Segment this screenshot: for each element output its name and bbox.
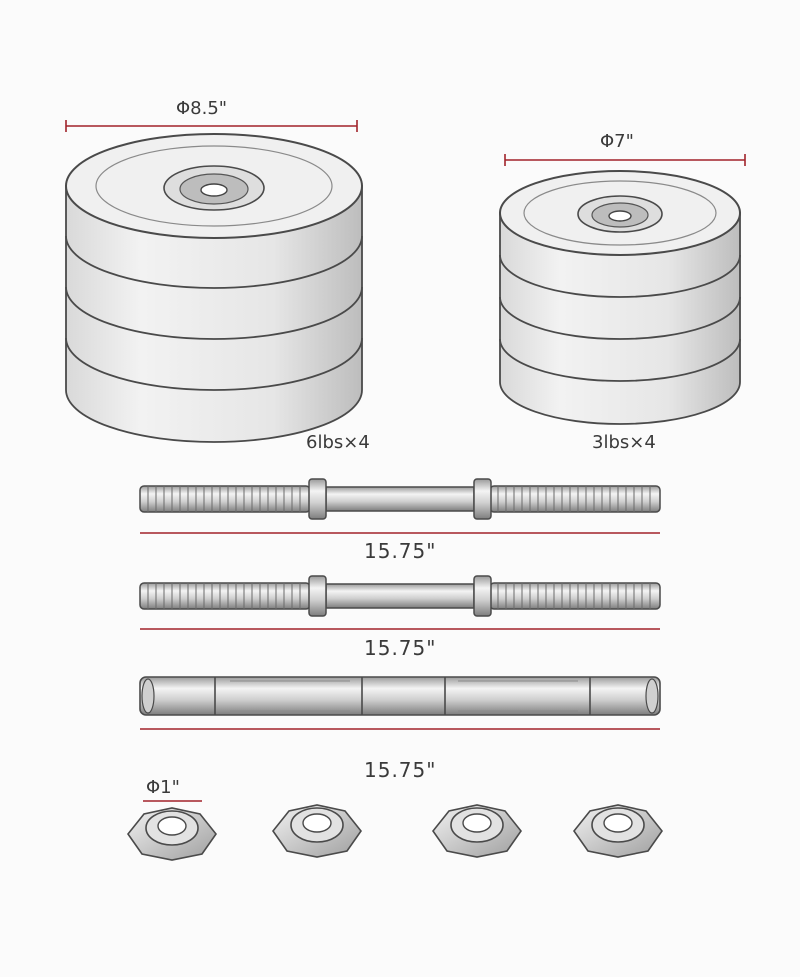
large-plate-stack (65, 133, 363, 443)
handle-1-length-label: 15.75" (364, 539, 437, 563)
small-diameter-line (504, 154, 746, 166)
plate-divider (499, 296, 741, 340)
collar-4 (573, 804, 663, 858)
collar-3 (432, 804, 522, 858)
connector-length-label: 15.75" (364, 758, 437, 782)
collar-diameter-label: Φ1" (146, 777, 180, 798)
handle-2-length-label: 15.75" (364, 636, 437, 660)
plate-divider (65, 235, 363, 289)
large-diameter-line (65, 120, 358, 132)
threaded-handle-1 (139, 478, 661, 520)
large-plate-quantity-label: 6lbs×4 (306, 432, 370, 453)
small-plate-stack (499, 170, 741, 425)
plate-divider (499, 338, 741, 382)
plate-divider (65, 286, 363, 340)
plate-bore (608, 210, 632, 222)
plate-side (499, 212, 741, 425)
plate-divider (499, 254, 741, 298)
plate-top-ring (523, 180, 717, 246)
plate-divider (65, 337, 363, 391)
small-plate-quantity-label: 3lbs×4 (592, 432, 656, 453)
threaded-handle-2 (139, 575, 661, 617)
dimension-lines (65, 120, 746, 802)
connector-bar (139, 676, 661, 716)
plate-bore (200, 183, 228, 197)
large-plate-diameter-label: Φ8.5" (176, 98, 228, 119)
collar-2 (272, 804, 362, 858)
plate-top-ring (95, 145, 333, 227)
plate-side (65, 185, 363, 443)
collar-1 (127, 807, 217, 861)
small-plate-diameter-label: Φ7" (600, 131, 634, 152)
